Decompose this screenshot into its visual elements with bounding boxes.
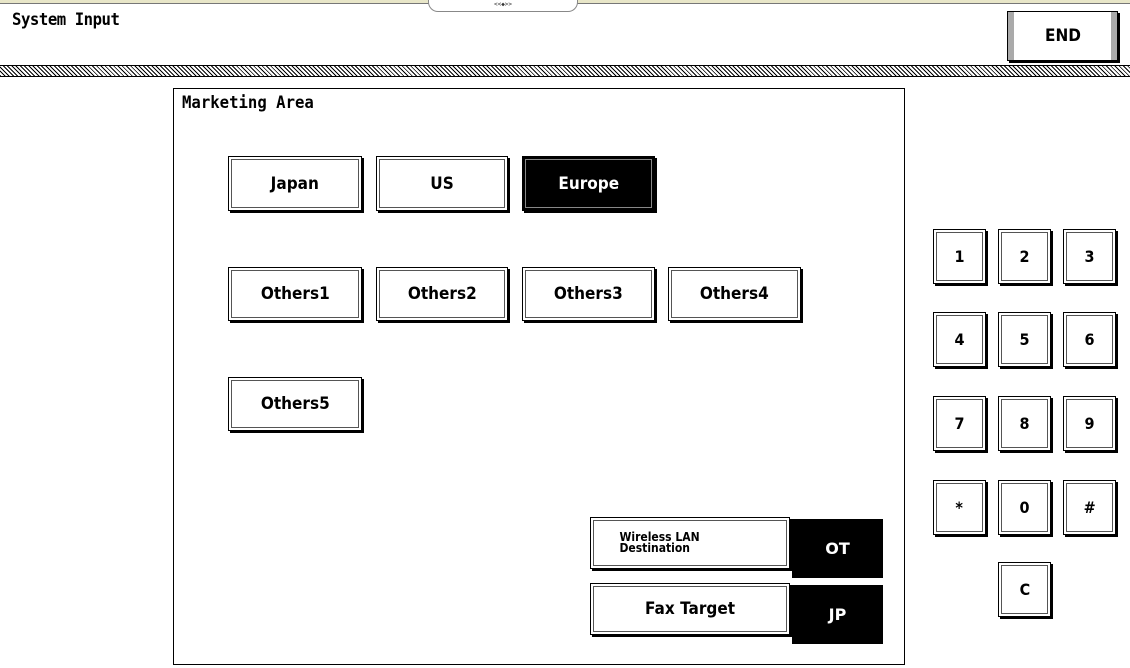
keypad-key-label: 7 [954, 414, 965, 433]
area-button-japan[interactable]: Japan [228, 156, 362, 211]
keypad-key-label: 5 [1019, 330, 1030, 349]
area-button-others4[interactable]: Others4 [668, 267, 801, 321]
keypad-key-7[interactable]: 7 [933, 396, 986, 451]
keypad-clear-label: C [1019, 580, 1030, 599]
area-button-us[interactable]: US [376, 156, 508, 211]
end-button[interactable]: END [1007, 11, 1118, 61]
keypad-key-hash[interactable]: # [1063, 480, 1116, 535]
keypad-key-5[interactable]: 5 [998, 312, 1051, 367]
area-button-label: Japan [270, 173, 320, 194]
keypad-key-label: 4 [954, 330, 965, 349]
area-button-label: Others5 [260, 394, 330, 414]
keypad-key-1[interactable]: 1 [933, 229, 986, 284]
area-button-others3[interactable]: Others3 [522, 267, 655, 321]
fax-target-value: JP [792, 585, 883, 644]
keypad-key-label: 8 [1019, 414, 1030, 433]
area-button-label: Others2 [407, 284, 477, 304]
keypad-key-label: 3 [1084, 247, 1095, 266]
area-button-label: US [430, 173, 454, 194]
keypad-key-label: 6 [1084, 330, 1095, 349]
top-handle[interactable]: <<◆>> [428, 0, 578, 12]
keypad-key-label: 9 [1084, 414, 1095, 433]
keypad-key-0[interactable]: 0 [998, 480, 1051, 535]
area-button-label: Others3 [554, 284, 623, 304]
keypad-key-star[interactable]: * [933, 480, 986, 535]
keypad-key-8[interactable]: 8 [998, 396, 1051, 451]
wireless-lan-destination-button[interactable]: Wireless LAN Destination [590, 517, 790, 569]
area-button-label: Europe [558, 173, 619, 194]
keypad-key-label: 0 [1019, 498, 1030, 517]
area-button-europe[interactable]: Europe [522, 156, 655, 211]
area-button-others5[interactable]: Others5 [228, 377, 362, 431]
area-button-label: Others1 [260, 284, 330, 304]
area-button-label: Others4 [700, 284, 769, 304]
keypad-key-label: # [1083, 498, 1096, 517]
keypad-key-label: * [955, 498, 964, 517]
panel-title: Marketing Area [182, 93, 314, 113]
keypad-key-6[interactable]: 6 [1063, 312, 1116, 367]
keypad-key-3[interactable]: 3 [1063, 229, 1116, 284]
end-button-label: END [1044, 26, 1081, 46]
keypad-key-label: 1 [954, 247, 965, 266]
area-button-others2[interactable]: Others2 [376, 267, 508, 321]
area-button-others1[interactable]: Others1 [228, 267, 362, 321]
fax-target-label: Fax Target [644, 599, 736, 619]
keypad-key-9[interactable]: 9 [1063, 396, 1116, 451]
keypad-key-2[interactable]: 2 [998, 229, 1051, 284]
keypad-key-label: 2 [1019, 247, 1030, 266]
keypad-clear-button[interactable]: C [998, 562, 1051, 617]
wireless-lan-destination-value: OT [792, 519, 883, 578]
window-title: System Input [12, 10, 120, 30]
fax-target-button[interactable]: Fax Target [590, 583, 790, 635]
keypad-key-4[interactable]: 4 [933, 312, 986, 367]
separator-band [0, 65, 1130, 77]
wireless-lan-destination-label: Wireless LAN Destination [619, 530, 700, 555]
